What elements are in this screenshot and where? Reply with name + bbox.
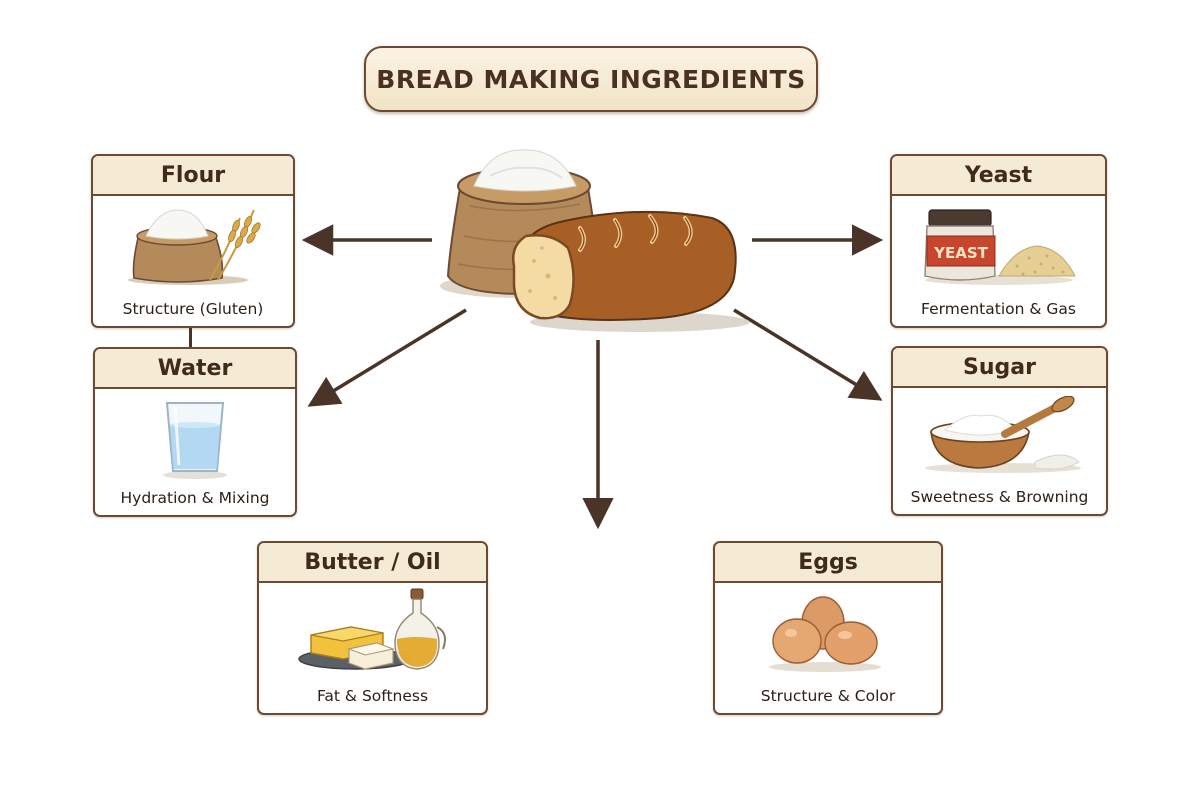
ingredient-role: Fat & Softness <box>316 687 429 705</box>
ingredient-name: Yeast <box>964 162 1033 188</box>
bread-loaf-icon <box>512 210 750 332</box>
ingredient-role: Sweetness & Browning <box>910 488 1089 506</box>
ingredient-role: Fermentation & Gas <box>921 300 1076 318</box>
ingredient-card-water: Water Hydration & Mixing <box>93 347 297 517</box>
ingredient-role: Hydration & Mixing <box>120 489 270 507</box>
center-illustration <box>440 149 750 332</box>
flour-wheat-icon <box>128 209 261 285</box>
water-glass-icon <box>163 402 227 479</box>
ingredient-card-yeast: Yeast YEAST Fermentation & Gas <box>890 154 1107 328</box>
ingredient-card-sugar: Sugar Sweetness & Browning <box>891 346 1108 516</box>
ingredient-name: Water <box>157 355 233 381</box>
ingredient-card-butter-oil: Butter / Oil Fat & Softness <box>257 541 488 715</box>
ingredient-name: Sugar <box>963 354 1036 380</box>
ingredient-name: Butter / Oil <box>304 549 441 575</box>
arrow-to-sugar <box>733 308 883 401</box>
jar-label: YEAST <box>933 244 989 262</box>
ingredient-card-flour: Flour Structure (Gluten <box>91 154 295 328</box>
ingredient-card-eggs: Eggs Structure & Color <box>713 541 943 715</box>
arrow-to-water <box>307 308 467 407</box>
ingredient-role: Structure & Color <box>760 687 896 705</box>
ingredient-name: Flour <box>160 162 226 188</box>
eggs-icon <box>769 596 881 672</box>
diagram-title: BREAD MAKING INGREDIENTS <box>376 64 806 94</box>
flour-water-connector <box>189 328 192 348</box>
ingredient-role: Structure (Gluten) <box>122 300 264 318</box>
ingredient-name: Eggs <box>798 549 858 575</box>
butter-oil-icon <box>297 588 446 670</box>
title-banner: BREAD MAKING INGREDIENTS <box>364 46 818 112</box>
sugar-bowl-icon <box>924 396 1081 473</box>
yeast-jar-icon: YEAST <box>923 209 1076 285</box>
